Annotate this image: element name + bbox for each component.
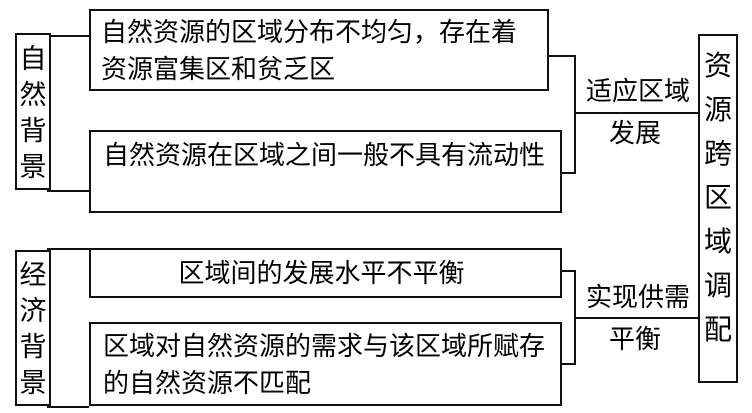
reason-box-4: 区域对自然资源的需求与该区域所赋存的自然资源不匹配 xyxy=(89,322,562,406)
reason-box-1: 自然资源的区域分布不均匀，存在着资源富集区和贫乏区 xyxy=(89,9,549,91)
reason-text-3: 区域间的发展水平不平衡 xyxy=(178,259,465,289)
reason-text-2: 自然资源在区域之间一般不具有流动性 xyxy=(103,141,546,171)
natural-background-box: 自然背景 xyxy=(15,33,51,190)
reason-text-1: 自然资源的区域分布不均匀，存在着资源富集区和贫乏区 xyxy=(101,18,518,85)
bottom-connector-line1: 实现供需 xyxy=(586,283,691,313)
economic-background-box: 经济背景 xyxy=(15,250,51,406)
top-connector-line2: 发展 xyxy=(609,119,662,149)
bottom-connector-line2: 平衡 xyxy=(609,325,662,355)
reason-text-4: 区域对自然资源的需求与该区域所赋存的自然资源不匹配 xyxy=(103,332,546,399)
result-label: 资源跨区域调配 xyxy=(703,49,732,346)
top-bracket-h1 xyxy=(549,55,576,57)
natural-link-r2 xyxy=(47,190,89,192)
reason-box-2: 自然资源在区域之间一般不具有流动性 xyxy=(89,130,562,213)
result-box: 资源跨区域调配 xyxy=(698,34,738,383)
economic-link-r3 xyxy=(47,248,89,250)
natural-link-r1 xyxy=(47,35,89,37)
natural-background-label: 自然背景 xyxy=(19,44,47,183)
top-arrow-line xyxy=(576,112,698,114)
economic-link-r4 xyxy=(47,406,89,408)
bottom-arrow-line xyxy=(576,317,698,319)
reason-box-3: 区域间的发展水平不平衡 xyxy=(89,248,562,298)
top-connector-line1: 适应区域 xyxy=(586,77,691,107)
top-bracket-v xyxy=(574,55,576,174)
top-bracket-h2 xyxy=(549,172,576,174)
economic-background-label: 经济背景 xyxy=(19,260,47,399)
bottom-bracket-h2 xyxy=(562,363,576,365)
bottom-bracket-h1 xyxy=(562,270,576,272)
bottom-bracket-v xyxy=(574,270,576,365)
